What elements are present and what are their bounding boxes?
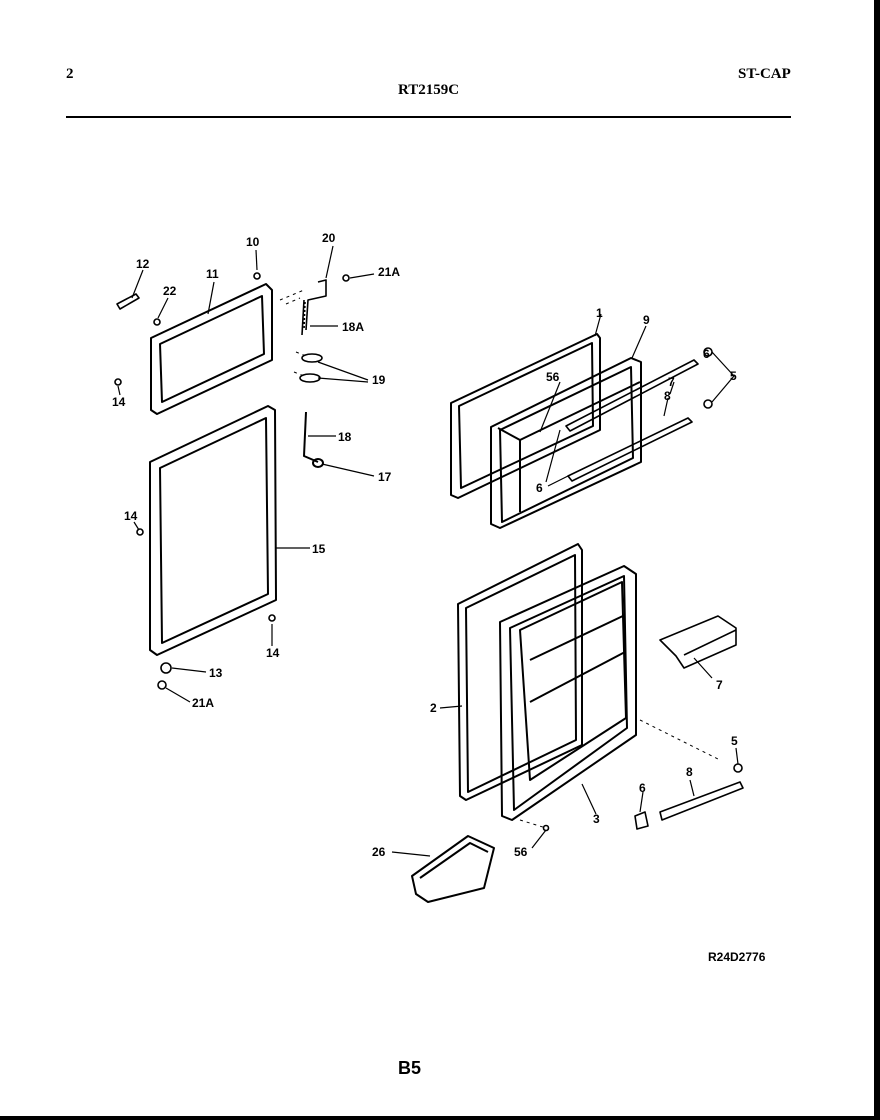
callout-11: 11 [206, 267, 219, 281]
callout-8-lower: 8 [686, 765, 693, 779]
screw-14-middle [136, 528, 144, 536]
category-label: ST-CAP [738, 66, 791, 82]
hinge-pin-13 [160, 662, 172, 674]
door-shelf-bar [659, 781, 744, 821]
screw-10 [253, 272, 261, 280]
freezer-door-panel [450, 333, 601, 499]
freezer-door-gasket [150, 283, 273, 415]
callout-21a-upper: 21A [378, 265, 400, 279]
page-number: 2 [66, 66, 74, 82]
header-rule [66, 116, 791, 118]
callout-12: 12 [136, 257, 150, 271]
callout-3: 3 [593, 812, 600, 826]
callout-6-middle: 6 [536, 481, 543, 495]
callout-20: 20 [322, 231, 336, 245]
callout-22: 22 [163, 284, 177, 298]
screw-14-lower [268, 614, 276, 622]
callout-8-upper: 8 [664, 389, 671, 403]
callout-18: 18 [338, 430, 352, 444]
door-shelf-bin [659, 615, 737, 669]
callout-14-middle: 14 [124, 509, 138, 523]
screw-21a-lower [157, 680, 167, 690]
callout-7-lower: 7 [716, 678, 723, 692]
center-hinge [303, 411, 324, 468]
callout-9: 9 [643, 313, 650, 327]
shelf-end-cap [634, 811, 649, 830]
end-cap-5-middle [703, 399, 713, 409]
fresh-food-door-seal [457, 543, 583, 801]
callout-2: 2 [430, 701, 437, 715]
callout-21a-lower: 21A [192, 696, 214, 710]
callout-56-upper: 56 [546, 370, 560, 384]
callout-13: 13 [209, 666, 223, 680]
screw-56 [542, 824, 550, 832]
callout-10: 10 [246, 235, 260, 249]
fresh-food-door-gasket [149, 405, 277, 656]
screw-22 [153, 318, 161, 326]
dairy-bin [411, 835, 495, 903]
callout-5-lower: 5 [731, 734, 738, 748]
callout-14-upper: 14 [112, 395, 126, 409]
fresh-food-door [499, 565, 637, 821]
callout-6-lower: 6 [639, 781, 646, 795]
callout-18a: 18A [342, 320, 364, 334]
handle-trim [116, 293, 140, 310]
freezer-door-liner [490, 357, 642, 529]
callout-26: 26 [372, 845, 386, 859]
top-hinge-assembly [299, 279, 327, 383]
freezer-shelf-bar-top [565, 359, 699, 432]
callout-17: 17 [378, 470, 392, 484]
scan-edge-bottom [0, 1116, 880, 1120]
callout-7-upper: 7 [668, 375, 675, 389]
page-code: B5 [398, 1058, 422, 1078]
callout-14-lower: 14 [266, 646, 280, 660]
scan-edge-right [874, 0, 880, 1120]
callout-19: 19 [372, 373, 386, 387]
drawing-code: R24D2776 [708, 950, 766, 964]
freezer-shelf-bar-bottom [567, 417, 693, 482]
model-number: RT2159C [398, 82, 460, 98]
screw-21a-upper [342, 274, 350, 282]
end-cap-5-lower [733, 763, 743, 773]
callout-5-upper: 5 [730, 369, 737, 383]
callout-1: 1 [596, 306, 603, 320]
callout-15: 15 [312, 542, 326, 556]
callout-6-upper: 6 [703, 347, 710, 361]
screw-14-upper [114, 378, 122, 386]
callout-56-lower: 56 [514, 845, 528, 859]
